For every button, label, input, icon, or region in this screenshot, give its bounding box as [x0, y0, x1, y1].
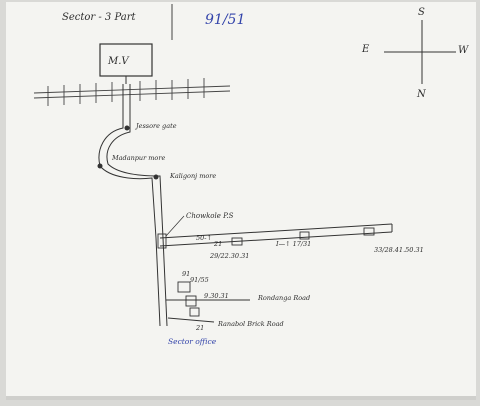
- label-jessore-gate: Jessore gate: [134, 122, 177, 130]
- mark-2: 21: [213, 240, 222, 248]
- code-3: 33/28.41.50.31: [374, 246, 424, 254]
- code-6: 21: [195, 324, 204, 332]
- compass-rose: S E W N: [361, 7, 469, 100]
- mark-3: 91: [182, 270, 190, 278]
- label-ranabol-road: Ranabol Brick Road: [217, 320, 284, 328]
- label-sector-office: Sector office: [168, 337, 217, 346]
- compass-north: N: [416, 89, 427, 100]
- railway-line: [33, 78, 231, 106]
- paper-sheet: [6, 2, 476, 400]
- compass-south: S: [418, 7, 425, 18]
- code-2: I—↑ 17/31: [275, 240, 311, 248]
- paper-shadow: [6, 396, 476, 400]
- header-title: Sector - 3 Part: [62, 12, 136, 23]
- compass-east: E: [361, 44, 370, 55]
- compass-west: W: [458, 45, 469, 56]
- crossing-marker: [157, 233, 167, 249]
- header-number: 91/51: [205, 12, 245, 28]
- mv-box-label: M.V: [107, 56, 130, 67]
- pointer-chowkole: [165, 215, 185, 237]
- code-4: 91/55: [190, 276, 209, 284]
- junction-madanpur: [97, 163, 103, 169]
- label-chowkole-ps: Chowkole P.S: [186, 212, 234, 220]
- mark-1: 50-↑: [196, 234, 212, 242]
- junction-jessore: [124, 125, 130, 131]
- code-1: 29/22.30.31: [209, 252, 249, 260]
- branch-road: [159, 223, 393, 247]
- south-area: [166, 281, 250, 323]
- label-kaligonj-more: Kaligonj more: [169, 172, 216, 180]
- junction-kaligonj: [153, 174, 159, 180]
- label-rondanga-road: Rondanga Road: [257, 294, 310, 302]
- post-markers: [231, 227, 375, 246]
- code-5: 9.30.31: [204, 292, 229, 300]
- label-madanpur-more: Madanpur more: [111, 154, 165, 162]
